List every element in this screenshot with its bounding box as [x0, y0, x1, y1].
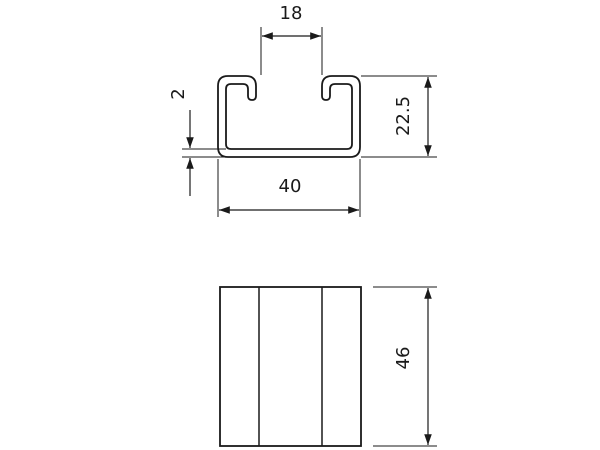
wall-thickness-label: 2	[168, 88, 189, 99]
side-view-outline	[219, 286, 362, 447]
profile-width-label: 40	[279, 176, 302, 197]
profile-outer-contour	[217, 75, 361, 158]
slot-width-dimension: 18	[260, 3, 323, 75]
channel-length-dimension: 46	[373, 286, 437, 447]
wall-thickness-dimension: 2	[168, 88, 226, 196]
side-view	[219, 286, 362, 447]
cross-section-view	[217, 75, 361, 158]
slot-width-label: 18	[280, 3, 303, 24]
profile-height-label: 22.5	[393, 96, 414, 136]
channel-length-label: 46	[393, 347, 414, 370]
profile-height-dimension: 22.5	[361, 75, 437, 158]
profile-width-dimension: 40	[217, 159, 361, 217]
